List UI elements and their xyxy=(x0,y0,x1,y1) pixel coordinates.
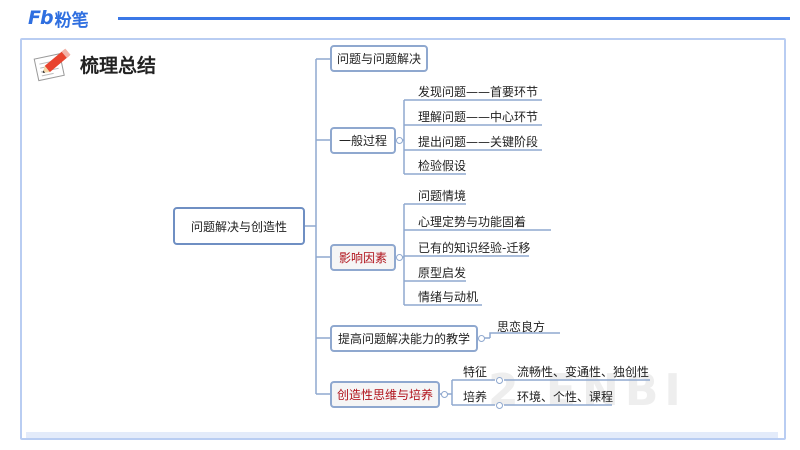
leaf-item: 问题情境 xyxy=(418,189,467,203)
leaf-item: 流畅性、变通性、独创性 xyxy=(517,365,650,379)
page-title: 梳理总结 xyxy=(80,54,157,77)
leaf-item: 已有的知识经验-迁移 xyxy=(418,241,531,255)
connector-dot xyxy=(496,377,503,384)
connector-dot xyxy=(441,391,448,398)
slide-frame xyxy=(20,38,786,440)
branch-teaching[interactable]: 提高问题解决能力的教学 xyxy=(330,325,478,352)
branch-label: 影响因素 xyxy=(338,251,387,265)
brand-name: 粉笔 xyxy=(54,10,89,31)
root-label: 问题解决与创造性 xyxy=(190,219,287,234)
branch-label: 提高问题解决能力的教学 xyxy=(337,332,470,346)
leaf-item: 思恋良方 xyxy=(497,320,546,334)
branch-general-process[interactable]: 一般过程 xyxy=(330,127,396,154)
branch-label: 一般过程 xyxy=(338,134,387,148)
brand-mark: Fb xyxy=(28,7,54,29)
leaf-item: 环境、个性、课程 xyxy=(517,390,614,404)
leaf-item: 检验假设 xyxy=(418,159,467,173)
branch-label: 创造性思维与培养 xyxy=(336,388,433,402)
leaf-item: 理解问题——中心环节 xyxy=(418,110,539,124)
connector-dot xyxy=(396,137,403,144)
page-header: 梳理总结 xyxy=(30,44,156,84)
connector-dot xyxy=(396,254,403,261)
header-divider xyxy=(118,17,790,20)
sub-label: 培养 xyxy=(463,390,488,404)
leaf-item: 发现问题——首要环节 xyxy=(418,85,539,99)
connector-dot xyxy=(496,402,503,409)
branch-creative-thinking[interactable]: 创造性思维与培养 xyxy=(330,381,440,408)
connector-dot xyxy=(478,335,485,342)
branch-label: 问题与问题解决 xyxy=(336,52,421,66)
brand-logo: Fb 粉笔 xyxy=(28,7,89,31)
leaf-item: 提出问题——关键阶段 xyxy=(418,135,539,149)
branch-influencing-factors[interactable]: 影响因素 xyxy=(330,244,396,271)
leaf-item: 情绪与动机 xyxy=(418,290,479,304)
frame-shadow xyxy=(26,432,778,438)
top-bar: Fb 粉笔 xyxy=(0,0,800,36)
root-node[interactable]: 问题解决与创造性 xyxy=(173,207,305,245)
leaf-item: 原型启发 xyxy=(418,266,467,280)
sub-label: 特征 xyxy=(463,365,488,379)
leaf-item: 心理定势与功能固着 xyxy=(418,215,527,229)
pencil-paper-icon xyxy=(33,48,71,82)
branch-problem-solving[interactable]: 问题与问题解决 xyxy=(330,45,428,72)
watermark: 2 ENBI xyxy=(488,365,687,416)
